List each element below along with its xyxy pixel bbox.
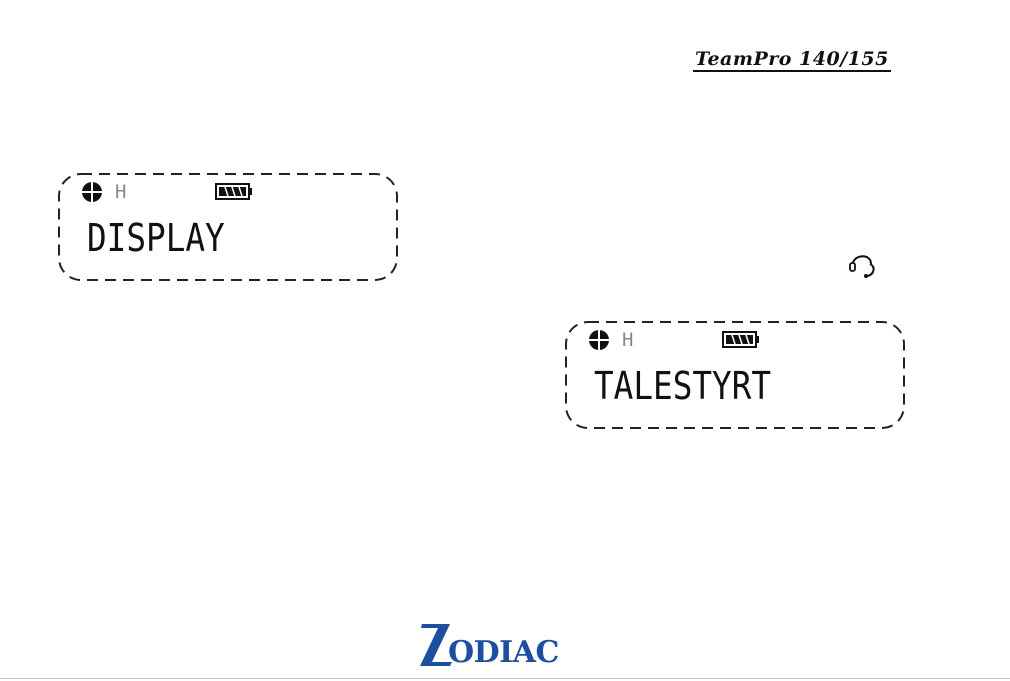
brand-name: ODIAC	[448, 635, 559, 668]
lcd-status-row: H	[588, 328, 633, 352]
headset-icon	[848, 249, 876, 281]
battery-full-icon	[215, 183, 253, 200]
lcd-indicator-h: H	[622, 329, 633, 351]
lcd-status-row: H	[81, 180, 126, 204]
globe-icon	[588, 329, 610, 351]
lcd-display-2: H TALESTYRT	[564, 320, 906, 430]
model-title: TeamPro 140/155	[693, 48, 891, 72]
battery-full-icon	[722, 331, 760, 348]
zodiac-logo: ODIAC	[420, 622, 560, 668]
lcd-main-text: TALESTYRT	[594, 364, 771, 408]
lcd-display-1: H DISPLAY	[57, 172, 399, 282]
lcd-indicator-h: H	[115, 181, 126, 203]
globe-icon	[81, 181, 103, 203]
bottom-rule	[0, 678, 1010, 679]
lcd-main-text: DISPLAY	[87, 216, 225, 260]
